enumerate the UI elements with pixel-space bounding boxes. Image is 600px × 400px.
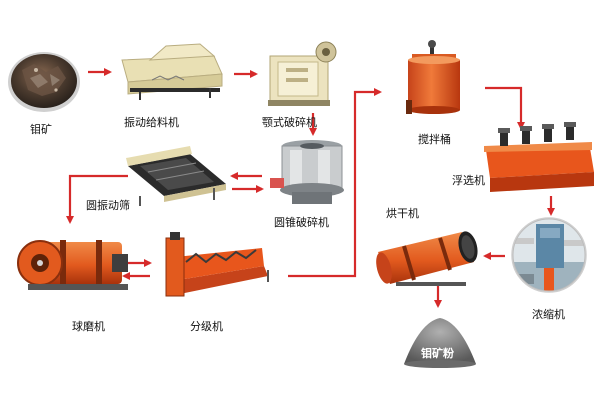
arrow-tank-to-flotation bbox=[485, 86, 525, 130]
ball-mill-icon bbox=[17, 240, 128, 290]
agitation-tank-icon bbox=[406, 40, 460, 114]
spiral-classifier-icon bbox=[165, 232, 269, 297]
label-flotation-machine: 浮选机 bbox=[452, 174, 485, 187]
vibrating-feeder-icon bbox=[121, 43, 223, 100]
label-ball-mill: 球磨机 bbox=[72, 320, 105, 333]
ore-rock-icon bbox=[8, 52, 80, 112]
label-classifier: 分级机 bbox=[190, 320, 223, 333]
label-agitation-tank: 搅拌桶 bbox=[418, 133, 451, 146]
arrow-classifier-to-tank bbox=[288, 88, 382, 278]
label-thickener: 浓缩机 bbox=[532, 308, 565, 321]
thickener-icon bbox=[511, 217, 587, 293]
label-molybdenum-powder: 钼矿粉 bbox=[421, 347, 454, 360]
label-molybdenum-ore: 钼矿 bbox=[30, 123, 52, 136]
label-dryer: 烘干机 bbox=[386, 207, 419, 220]
flow-arrows bbox=[66, 68, 555, 308]
cone-crusher-icon bbox=[270, 140, 344, 204]
powder-pile-icon bbox=[404, 318, 476, 368]
label-cone-crusher: 圆锥破碎机 bbox=[274, 216, 329, 229]
arrow-screen-to-ballmill bbox=[66, 174, 128, 224]
vibrating-screen-icon bbox=[126, 146, 226, 206]
jaw-crusher-icon bbox=[268, 41, 337, 106]
label-jaw-crusher: 颚式破碎机 bbox=[262, 116, 317, 129]
flotation-machine-icon bbox=[484, 122, 594, 192]
rotary-dryer-icon bbox=[376, 231, 478, 286]
label-vibrating-feeder: 振动给料机 bbox=[124, 116, 179, 129]
label-vibrating-screen: 圆振动筛 bbox=[86, 199, 130, 212]
